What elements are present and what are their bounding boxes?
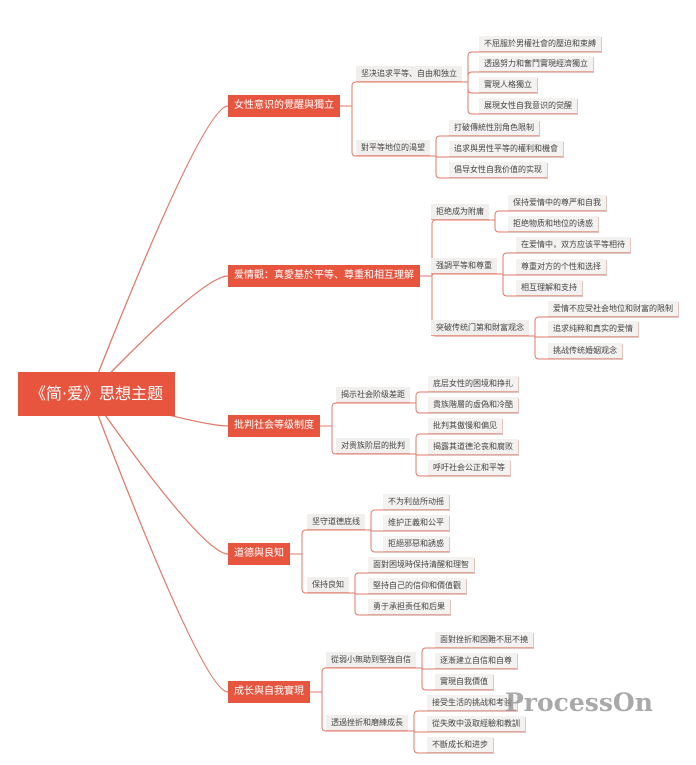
branch-topic[interactable]: 批判社会等级制度: [228, 415, 320, 437]
leaf-topic[interactable]: 挑战传统婚姻观念: [548, 343, 622, 359]
connector-line: [89, 105, 229, 395]
subtopic[interactable]: 透過挫折和磨練成長: [326, 715, 408, 731]
connector-line: [408, 730, 493, 754]
connector-line: [310, 667, 416, 693]
branch-topic[interactable]: 成长與自我實現: [228, 681, 310, 703]
connector-line: [410, 402, 518, 414]
subtopic[interactable]: 强調平等和尊重: [431, 258, 497, 274]
leaf-topic[interactable]: 相互理解和支持: [516, 280, 582, 296]
leaf-topic[interactable]: 展現女性自我意识的觉醒: [479, 98, 577, 114]
leaf-topic[interactable]: 面對挫折和困難不屈不撓: [435, 632, 533, 648]
leaf-topic[interactable]: 勇于承担责任和后果: [368, 599, 450, 615]
connector-line: [290, 529, 365, 555]
connector-line: [365, 509, 449, 531]
connector-line: [416, 667, 493, 691]
subtopic[interactable]: 突破传统门第和財富观念: [431, 320, 529, 336]
connector-line: [410, 391, 518, 404]
connector-line: [89, 393, 229, 693]
subtopic[interactable]: 保持良知: [307, 577, 349, 593]
connector-line: [320, 402, 410, 427]
connector-line: [89, 393, 229, 555]
connector-line: [462, 71, 593, 83]
leaf-topic[interactable]: 倡导女性自我价值的实现: [449, 162, 547, 178]
connector-line: [462, 51, 601, 83]
connector-line: [529, 316, 678, 337]
processon-watermark: ProcessOn: [505, 688, 653, 717]
subtopic[interactable]: 從弱小無助到堅強自信: [326, 652, 416, 668]
connector-line: [430, 155, 547, 179]
connector-line: [416, 647, 533, 669]
subtopic[interactable]: 拒绝成为附庸: [431, 204, 489, 220]
connector-line: [462, 81, 577, 115]
leaf-topic[interactable]: 追求與男性平等的權利和機會: [449, 141, 563, 157]
root-topic[interactable]: 《简·爱》思想主题: [18, 372, 176, 416]
leaf-topic[interactable]: 從失敗中汲取經驗和教訓: [427, 716, 525, 732]
leaf-topic[interactable]: 批判其傲慢和偏见: [428, 418, 502, 434]
leaf-topic[interactable]: 尊重对方的个性和选择: [516, 259, 606, 275]
leaf-topic[interactable]: 面對困境時保持清醒和理智: [368, 557, 474, 573]
branch-topic[interactable]: 道德與良知: [228, 543, 290, 565]
leaf-topic[interactable]: 不斷成长和进步: [427, 737, 493, 753]
leaf-topic[interactable]: 拒絕邪惡和誘惑: [383, 536, 449, 552]
connector-line: [430, 135, 539, 157]
leaf-topic[interactable]: 接受生活的挑战和考验: [427, 695, 517, 711]
leaf-topic[interactable]: 追求纯粹和真实的爱情: [548, 321, 638, 337]
subtopic[interactable]: 坚守道德底线: [307, 514, 365, 530]
connector-line: [89, 275, 229, 395]
connector-line: [497, 252, 630, 275]
leaf-topic[interactable]: 堅持自己的信仰和價值觀: [368, 578, 466, 594]
leaf-topic[interactable]: 呼吁社会公正和平等: [428, 460, 510, 476]
leaf-topic[interactable]: 维护正義和公平: [383, 515, 449, 531]
connector-line: [340, 105, 430, 157]
leaf-topic[interactable]: 不为利益所动摇: [383, 494, 449, 510]
connector-line: [529, 335, 622, 360]
leaf-topic[interactable]: 保持爱情中的尊严和自我: [508, 195, 606, 211]
subtopic[interactable]: 坚决追求平等、自由和独立: [356, 66, 462, 82]
connector-line: [349, 592, 450, 616]
connector-line: [489, 219, 598, 233]
subtopic[interactable]: 對平等地位的渴望: [356, 140, 430, 156]
connector-line: [420, 219, 489, 277]
leaf-topic[interactable]: 底层女性的困境和挣扎: [428, 376, 518, 392]
connector-line: [349, 572, 474, 594]
connector-line: [497, 273, 582, 297]
leaf-topic[interactable]: 實現人格獨立: [479, 77, 537, 93]
leaf-topic[interactable]: 揭露其道德沦丧和腐败: [428, 439, 518, 455]
connector-line: [365, 529, 449, 553]
connector-line: [410, 433, 502, 455]
connector-line: [408, 710, 517, 732]
leaf-topic[interactable]: 在爱情中，双方应该平等相待: [516, 237, 630, 253]
connector-line: [340, 81, 462, 107]
leaf-topic[interactable]: 實現自我價值: [435, 674, 493, 690]
branch-topic[interactable]: 女性意识的覺醒與獨立: [228, 95, 340, 117]
connector-line: [320, 425, 410, 455]
connector-line: [310, 691, 408, 732]
connector-line: [489, 210, 606, 221]
leaf-topic[interactable]: 不屈服於男權社會的壓迫和束縛: [479, 36, 601, 52]
branch-topic[interactable]: 爱情觀：真愛基於平等、尊重和相互理解: [228, 265, 420, 287]
subtopic[interactable]: 揭示社会阶级差距: [336, 387, 410, 403]
subtopic[interactable]: 对贵族阶层的批判: [336, 438, 410, 454]
leaf-topic[interactable]: 貴族階層的虛偽和冷酷: [428, 397, 518, 413]
connector-line: [290, 553, 349, 594]
connector-line: [410, 453, 510, 477]
leaf-topic[interactable]: 爱情不应受社会地位和财富的限制: [548, 301, 678, 317]
leaf-topic[interactable]: 逐漸建立自信和自尊: [435, 653, 517, 669]
leaf-topic[interactable]: 拒绝物质和地位的诱惑: [508, 216, 598, 232]
leaf-topic[interactable]: 打破傳統性別角色限制: [449, 120, 539, 136]
leaf-topic[interactable]: 透過努力和奮鬥實現經濟獨立: [479, 56, 593, 72]
